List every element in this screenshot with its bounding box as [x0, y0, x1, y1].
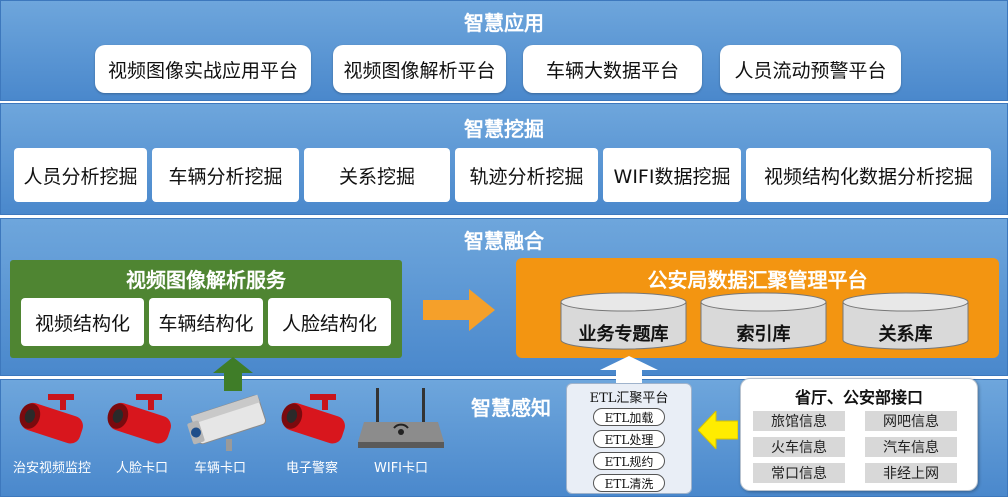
device-label: 人脸卡口: [115, 461, 168, 476]
video-service-title: 视频图像解析服务: [126, 268, 286, 292]
layer-smart-application: 智慧应用 视频图像实战应用平台 视频图像解析平台 车辆大数据平台 人员流动预警平…: [0, 0, 1008, 101]
device-label: 车辆卡口: [193, 461, 246, 476]
layer-smart-mining: 智慧挖掘 人员分析挖掘 车辆分析挖掘 关系挖掘 轨迹分析挖掘 WIFI数据挖掘 …: [0, 103, 1008, 215]
interface-item[interactable]: 网吧信息: [865, 411, 957, 431]
mining-item[interactable]: 人员分析挖掘: [14, 148, 147, 202]
etl-item[interactable]: ETL规约: [593, 452, 665, 470]
layer-title: 智慧感知: [471, 396, 551, 420]
mining-item[interactable]: 轨迹分析挖掘: [455, 148, 598, 202]
structuring-item[interactable]: 视频结构化: [21, 298, 144, 346]
interface-item[interactable]: 非经上网: [865, 463, 957, 483]
mining-item[interactable]: 视频结构化数据分析挖掘: [746, 148, 991, 202]
mining-item[interactable]: 车辆分析挖掘: [152, 148, 299, 202]
device-label: 治安视频监控: [12, 461, 91, 476]
app-item[interactable]: 车辆大数据平台: [523, 45, 702, 93]
interface-title: 省厅、公安部接口: [794, 388, 923, 407]
electronic-police-camera-icon: [281, 394, 345, 444]
interface-item[interactable]: 火车信息: [753, 437, 845, 457]
layer-title: 智慧应用: [464, 11, 544, 35]
platform-title: 公安局数据汇聚管理平台: [647, 268, 868, 292]
interface-item[interactable]: 常口信息: [753, 463, 845, 483]
device-label: 电子警察: [285, 461, 338, 476]
mining-item[interactable]: WIFI数据挖掘: [603, 148, 741, 202]
vehicle-checkpoint-camera-icon: [187, 394, 267, 451]
interface-item[interactable]: 旅馆信息: [753, 411, 845, 431]
up-arrow-icon: [213, 357, 253, 391]
layer-title: 智慧挖掘: [464, 117, 544, 141]
database-icon: [842, 292, 969, 350]
mining-item[interactable]: 关系挖掘: [304, 148, 450, 202]
etl-item[interactable]: ETL处理: [593, 430, 665, 448]
etl-title: ETL汇聚平台: [589, 391, 669, 406]
interface-item[interactable]: 汽车信息: [865, 437, 957, 457]
database-label: 索引库: [736, 324, 791, 345]
database-cylinder[interactable]: 索引库: [700, 292, 827, 350]
structuring-item[interactable]: 人脸结构化: [268, 298, 391, 346]
etl-aggregation-panel: ETL汇聚平台 ETL加载 ETL处理 ETL规约 ETL清洗: [566, 383, 692, 494]
database-cylinder[interactable]: 关系库: [842, 292, 969, 350]
wifi-router-icon: [358, 388, 444, 448]
device-label: WIFI卡口: [374, 461, 428, 476]
structuring-item[interactable]: 车辆结构化: [149, 298, 263, 346]
video-analysis-service-panel: 视频图像解析服务 视频结构化 车辆结构化 人脸结构化: [10, 260, 402, 358]
database-icon: [700, 292, 827, 350]
left-arrow-icon: [698, 411, 738, 449]
etl-item[interactable]: ETL加载: [593, 408, 665, 426]
app-item[interactable]: 人员流动预警平台: [720, 45, 901, 93]
provincial-ministry-interface-panel: 省厅、公安部接口 旅馆信息 网吧信息 火车信息 汽车信息 常口信息 非经上网: [740, 378, 978, 491]
database-icon: [560, 292, 687, 350]
database-label: 关系库: [878, 324, 933, 345]
etl-item[interactable]: ETL清洗: [593, 474, 665, 492]
app-item[interactable]: 视频图像解析平台: [333, 45, 506, 93]
database-label: 业务专题库: [578, 324, 669, 345]
database-cylinder[interactable]: 业务专题库: [560, 292, 687, 350]
layer-title: 智慧融合: [464, 229, 544, 253]
right-arrow-icon: [423, 289, 495, 331]
white-up-arrow-icon: [600, 356, 658, 386]
surveillance-camera-icon: [19, 394, 83, 444]
face-checkpoint-camera-icon: [107, 394, 171, 444]
app-item[interactable]: 视频图像实战应用平台: [95, 45, 311, 93]
data-aggregation-platform-panel: 公安局数据汇聚管理平台 业务专题库 索引库 关系库: [516, 258, 999, 358]
